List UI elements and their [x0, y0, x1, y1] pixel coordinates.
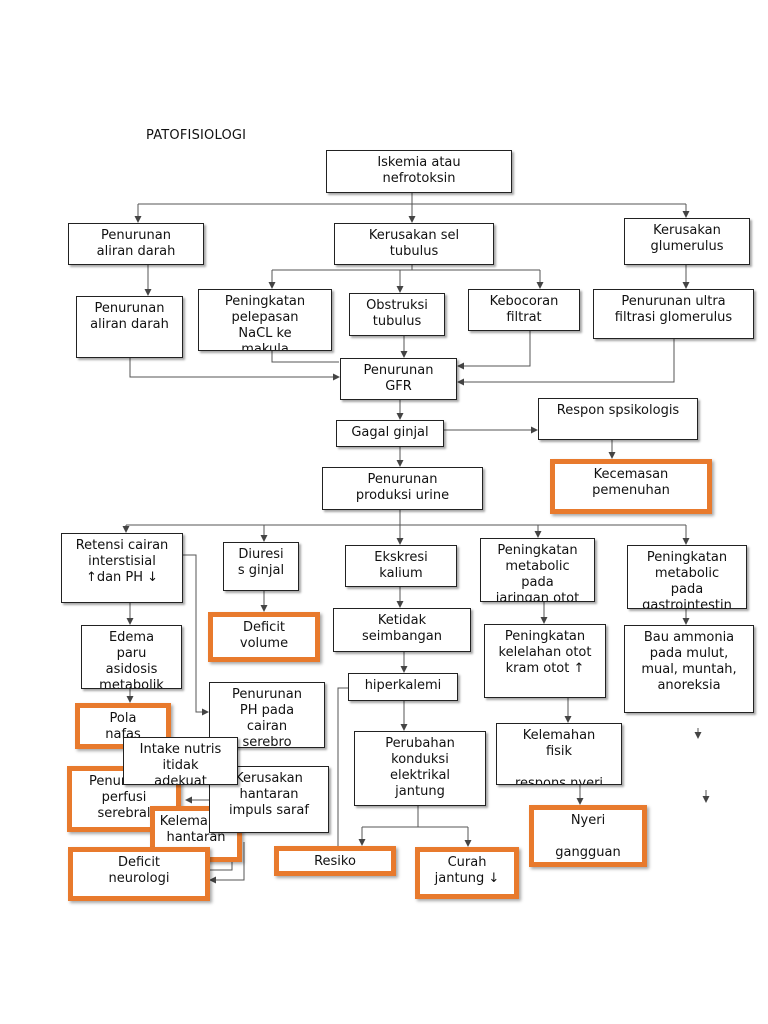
node-curah-jantung: Curah jantung ↓ [415, 847, 519, 899]
node-edema-paru: Edema paru asidosis metabolik [81, 625, 182, 689]
node-iskemia: Iskemia atau nefrotoksin [326, 150, 512, 193]
node-ketidak-seimbangan: Ketidak seimbangan [333, 608, 471, 652]
node-peningkatan-metabolic-gastro: Peningkatan metabolic pada gastrointesti… [627, 545, 747, 609]
node-kebocoran-filtrat: Kebocoran filtrat [468, 289, 580, 331]
node-gagal-ginjal: Gagal ginjal [336, 420, 444, 447]
node-penurunan-aliran-darah-1: Penurunan aliran darah [68, 223, 204, 265]
node-penurunan-ph: Penurunan PH pada cairan serebro [209, 682, 325, 748]
node-peningkatan-kelelahan-otot: Peningkatan kelelahan otot kram otot ↑ [484, 624, 606, 698]
node-ekskresi-kalium: Ekskresi kalium [345, 545, 457, 587]
node-intake-nutrisi: Intake nutris itidak adekuat [123, 737, 238, 785]
node-penurunan-produksi-urine: Penurunan produksi urine [322, 467, 483, 510]
node-kelemahan-fisik: Kelemahan fisik respons nyeri [496, 723, 622, 785]
connector-aliran2-gfr [129, 358, 340, 381]
node-penurunan-ultra-filtrasi: Penurunan ultra filtrasi glomerulus [593, 289, 754, 339]
connector-hiper-side [337, 687, 348, 846]
node-resiko: Resiko [274, 846, 396, 876]
node-peningkatan-metabolic-jaringan: Peningkatan metabolic pada jaringan otot [480, 538, 595, 602]
connector-kebocoran-gfr [457, 331, 531, 370]
node-penurunan-gfr: Penurunan GFR [340, 358, 457, 400]
node-perubahan-konduksi: Perubahan konduksi elektrikal jantung [354, 731, 486, 806]
connector-retensi-ph [183, 554, 209, 716]
node-respon-psikologis: Respon spsikologis [538, 398, 698, 440]
node-deficit-neurologi: Deficit neurologi [68, 847, 210, 901]
node-bau-ammonia: Bau ammonia pada mulut, mual, muntah, an… [624, 625, 754, 713]
node-nyeri-gangguan: Nyeri gangguan [529, 805, 647, 867]
connector-ultra-gfr [457, 339, 675, 386]
node-kecemasan-pemenuhan: Kecemasan pemenuhan [550, 459, 712, 514]
node-penurunan-aliran-darah-2: Penurunan aliran darah [76, 296, 183, 358]
node-peningkatan-pelepasan-nacl: Peningkatan pelepasan NaCL ke makula [198, 289, 332, 351]
connector-to-neuro [209, 842, 245, 884]
node-hiperkalemi: hiperkalemi [348, 673, 458, 701]
node-obstruksi-tubulus: Obstruksi tubulus [349, 293, 445, 336]
node-deficit-volume: Deficit volume [208, 612, 320, 662]
page-title: PATOFISIOLOGI [146, 128, 247, 143]
node-retensi-cairan: Retensi cairan interstisial ↑dan PH ↓ [61, 533, 183, 603]
connector-nacl-gfr [271, 351, 339, 363]
node-diuresis-ginjal: Diuresi s ginjal [223, 542, 299, 591]
node-kerusakan-sel-tubulus: Kerusakan sel tubulus [334, 223, 494, 265]
node-kerusakan-glumerulus: Kerusakan glumerulus [624, 218, 750, 265]
